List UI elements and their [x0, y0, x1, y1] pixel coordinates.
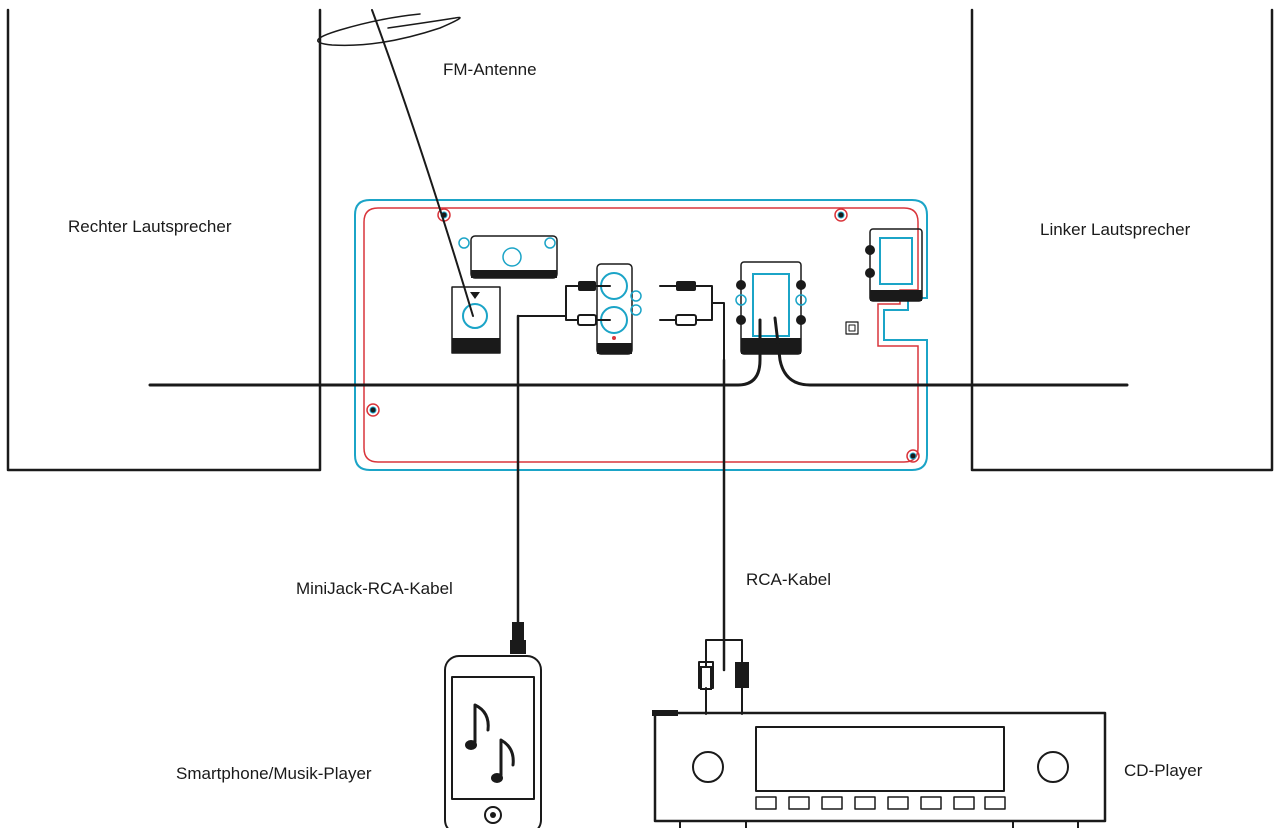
small-port [845, 321, 859, 335]
left-speaker-label: Linker Lautsprecher [1040, 220, 1191, 239]
music-note-icon [465, 703, 515, 783]
screw-top-right [834, 208, 848, 222]
right-module [865, 228, 923, 302]
cd-player [652, 710, 1107, 828]
right-speaker [6, 8, 322, 472]
top-module [458, 235, 558, 279]
cd-player-label: CD-Player [1124, 761, 1203, 780]
speaker-terminal-block [735, 261, 807, 355]
rca-plugs-loose [659, 281, 725, 361]
rca-input-block [596, 263, 642, 355]
fm-antenna-wire [317, 9, 474, 317]
screw-bottom-left [366, 403, 380, 417]
fm-antenna-socket [451, 286, 501, 354]
minijack-cable-label: MiniJack-RCA-Kabel [296, 579, 453, 598]
smartphone [444, 655, 542, 828]
minijack-cable [510, 314, 526, 654]
smartphone-label: Smartphone/Musik-Player [176, 764, 372, 783]
fm-antenna-label: FM-Antenne [443, 60, 537, 79]
screw-bottom-right [906, 449, 920, 463]
left-speaker [970, 8, 1274, 472]
cd-player-buttons [755, 796, 1006, 810]
rca-cable-label: RCA-Kabel [746, 570, 831, 589]
speaker-cables [148, 316, 1129, 387]
rear-panel [354, 199, 928, 471]
minijack-rca-plugs [517, 281, 611, 326]
rca-cable [698, 358, 749, 715]
right-speaker-label: Rechter Lautsprecher [68, 217, 232, 236]
